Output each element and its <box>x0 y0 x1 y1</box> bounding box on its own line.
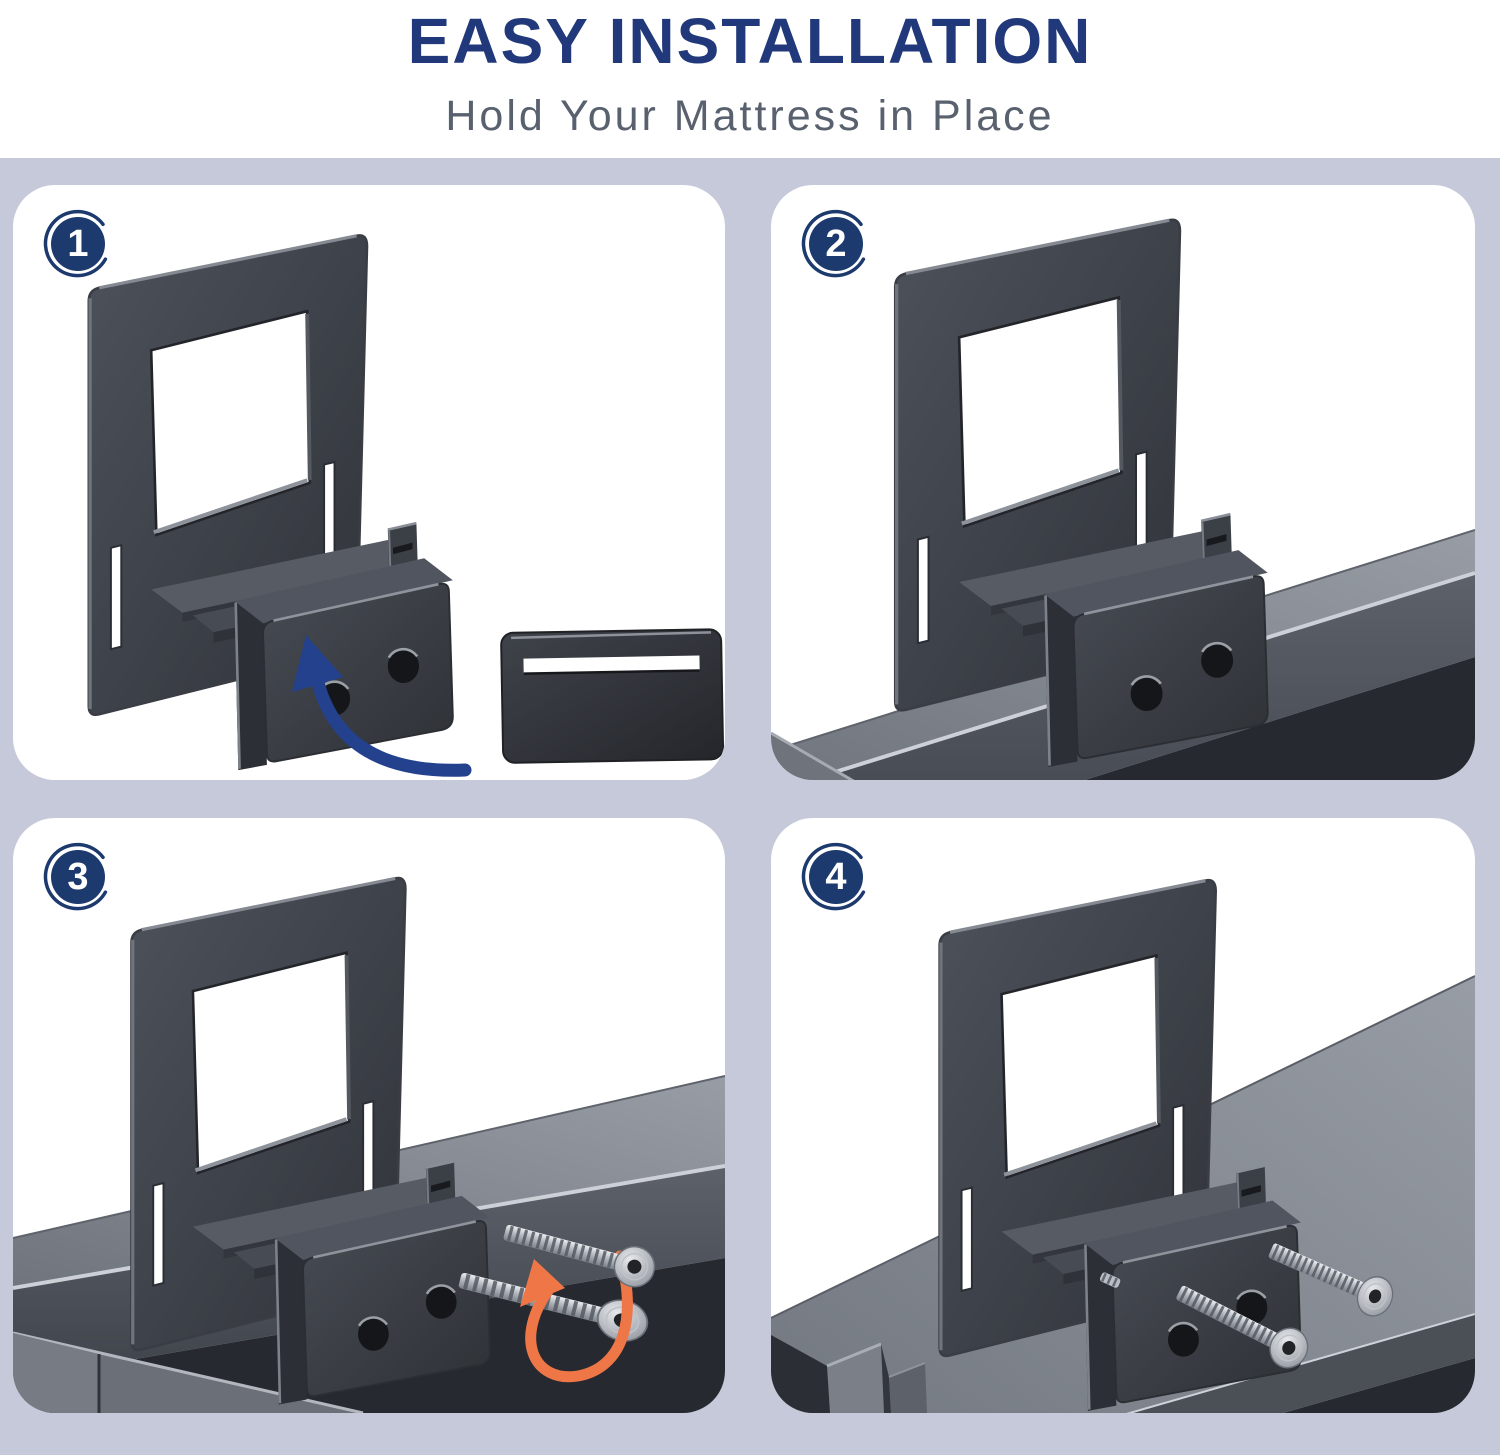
insert-plate-graphic <box>500 628 725 764</box>
page-title: EASY INSTALLATION <box>407 5 1093 77</box>
step-1-illustration <box>86 233 725 777</box>
step-number: 4 <box>809 850 863 904</box>
step-3-badge: 3 <box>37 838 113 914</box>
step-3-illustration <box>13 876 725 1413</box>
step-1-badge: 1 <box>37 205 113 281</box>
step-panel-1: 1 <box>13 185 725 780</box>
bracket-graphic <box>893 217 1270 769</box>
step-panel-3: 3 <box>13 818 725 1413</box>
step-4-illustration <box>771 878 1475 1413</box>
page-header: EASY INSTALLATION Hold Your Mattress in … <box>0 0 1500 158</box>
step-number: 2 <box>809 217 863 271</box>
badge-arc-icon <box>43 842 108 911</box>
frame-corner-graphic <box>771 1335 927 1413</box>
page-subtitle: Hold Your Mattress in Place <box>445 92 1055 140</box>
step-4-badge: 4 <box>795 838 871 914</box>
step-2-badge: 2 <box>795 205 871 281</box>
bracket-graphic <box>86 233 455 773</box>
step-number: 3 <box>51 850 105 904</box>
badge-arc-icon <box>801 842 866 911</box>
steps-board: 1 2 <box>0 158 1500 1455</box>
step-panel-2: 2 <box>771 185 1475 780</box>
step-panel-4: 4 <box>771 818 1475 1413</box>
step-number: 1 <box>51 217 105 271</box>
step-2-illustration <box>771 217 1475 780</box>
orange-rotation-arrow-icon <box>520 1250 633 1383</box>
blue-curved-arrow-icon <box>292 635 472 777</box>
badge-arc-icon <box>801 209 866 278</box>
badge-arc-icon <box>43 209 108 278</box>
screw-tip-icon <box>1099 1272 1121 1288</box>
